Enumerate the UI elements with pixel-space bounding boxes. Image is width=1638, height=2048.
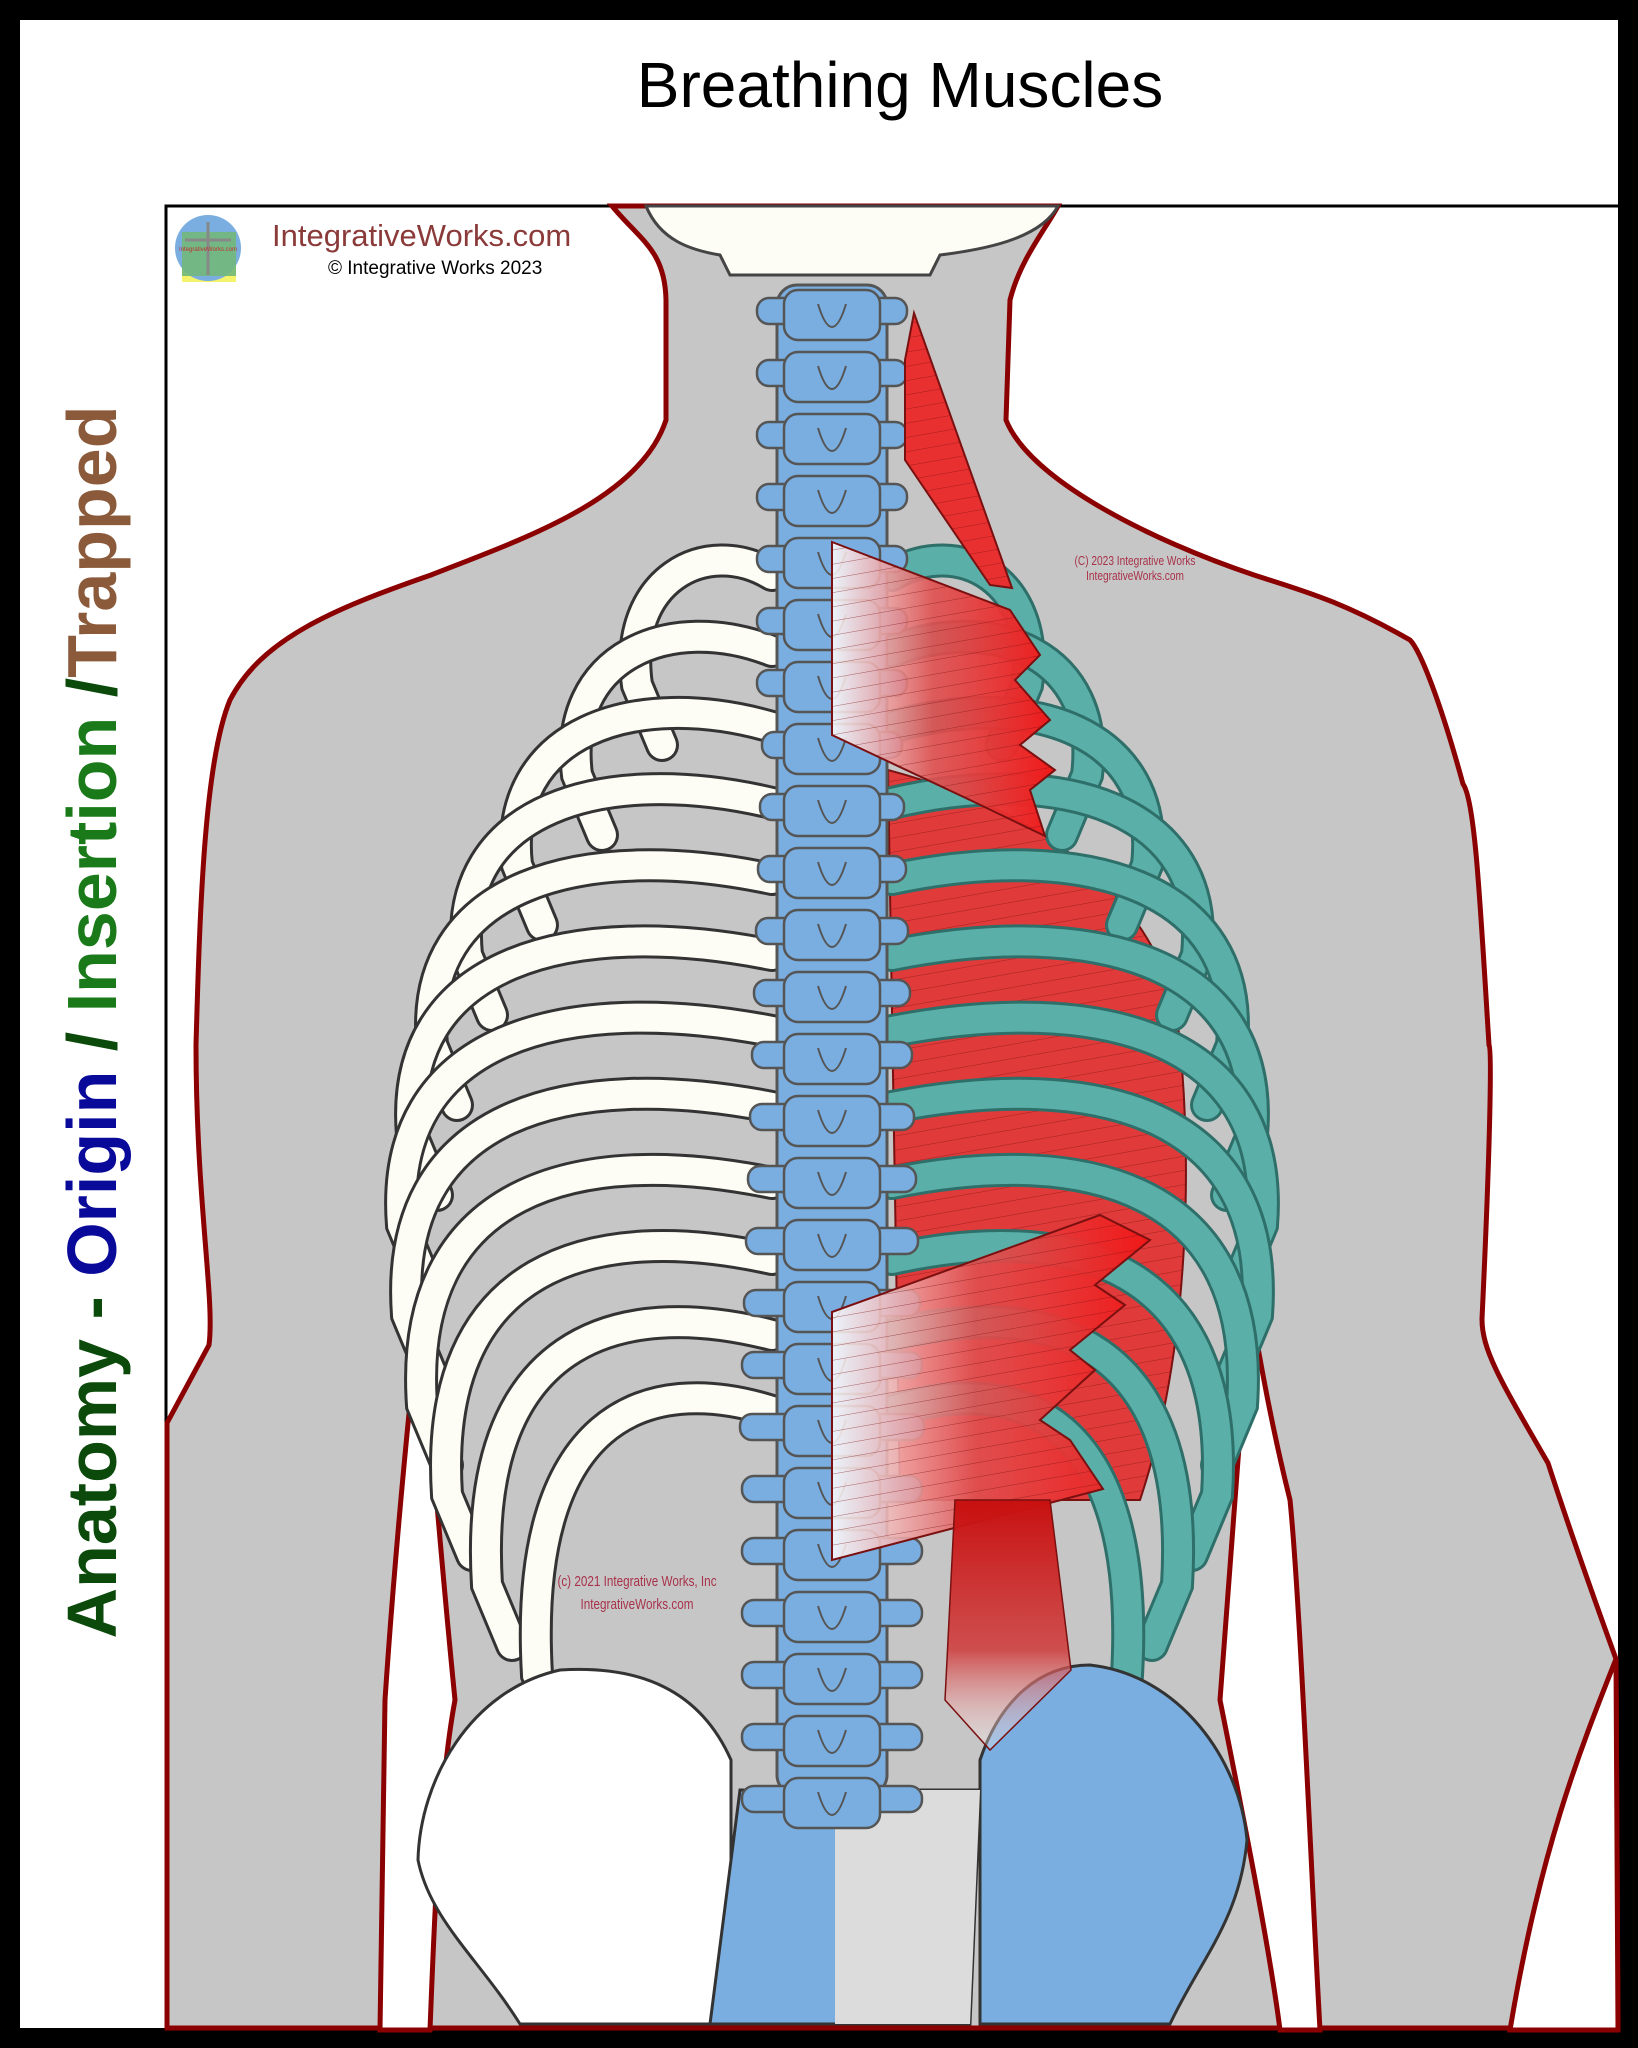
spinous-process	[817, 923, 847, 948]
inferior-striations	[832, 1215, 1150, 1560]
left-pelvis	[416, 1667, 733, 2026]
spinous-process	[817, 737, 847, 762]
rib	[878, 1232, 1232, 1569]
side-title-anatomy: Anatomy -	[53, 1276, 131, 1639]
spinous-process	[817, 861, 847, 886]
vertebra	[782, 288, 882, 342]
rib	[392, 1079, 786, 1389]
page-title: Breathing Muscles	[636, 49, 1164, 121]
rib	[878, 927, 1267, 1209]
spinous-process	[817, 303, 847, 328]
vertebra	[782, 1094, 882, 1148]
spinous-process	[817, 799, 847, 824]
spinous-process	[817, 1729, 847, 1754]
side-title-slash: /	[53, 677, 131, 717]
spinous-process	[817, 1791, 847, 1816]
copyright: © Integrative Works 2023	[328, 258, 543, 279]
vertebra	[782, 846, 882, 900]
upper-muscle-striations	[905, 313, 1012, 588]
spinous-process	[817, 489, 847, 514]
right-outside	[1507, 1658, 1621, 2033]
vertebra	[782, 474, 882, 528]
superior-striations	[832, 542, 1055, 836]
side-title-trapped: Trapped	[53, 405, 131, 678]
rib	[878, 1079, 1272, 1389]
vertebra	[782, 908, 882, 962]
vertebra	[782, 1218, 882, 1272]
logo: IntegrativeWorks.com	[175, 215, 241, 282]
spinous-process	[817, 1109, 847, 1134]
watermark-line: IntegrativeWorks.com	[580, 1596, 694, 1613]
skull-base	[643, 204, 1061, 277]
side-title-slash: /	[53, 1012, 131, 1071]
spinous-process	[817, 1047, 847, 1072]
watermark-line: (C) 2023 Integrative Works	[1074, 553, 1196, 568]
vertebra	[782, 1714, 882, 1768]
rib	[397, 927, 786, 1209]
rib	[432, 1232, 786, 1569]
left-ribs	[384, 543, 789, 1752]
watermark-line: (c) 2021 Integrative Works, Inc	[557, 1573, 717, 1590]
sacrum-trapped-area	[835, 1790, 980, 2024]
side-title: Anatomy - Origin / Insertion /Trapped	[52, 406, 132, 1639]
watermark-line: IntegrativeWorks.com	[1086, 568, 1184, 583]
vertebra	[782, 350, 882, 404]
spinous-process	[817, 365, 847, 390]
rib	[471, 1308, 786, 1659]
spinous-process	[817, 1605, 847, 1630]
watermark: (C) 2023 Integrative Works IntegrativeWo…	[1057, 553, 1213, 583]
rib	[521, 1384, 786, 1749]
spinous-process	[817, 985, 847, 1010]
rib	[387, 1003, 786, 1299]
rib	[878, 1003, 1277, 1299]
spinous-process	[817, 1171, 847, 1196]
spinous-process	[817, 1233, 847, 1258]
lower-back-muscle	[944, 1499, 1072, 1752]
rib	[407, 1155, 786, 1479]
vertebra	[782, 412, 882, 466]
vertebra	[782, 784, 882, 838]
vertebra	[782, 970, 882, 1024]
right-arm-gap	[1217, 1299, 1323, 2033]
site-name: IntegrativeWorks.com	[272, 218, 572, 253]
side-title-origin: Origin	[53, 1070, 131, 1277]
rib	[878, 1155, 1257, 1479]
side-title-insertion: Insertion	[53, 716, 131, 1013]
vertebra	[782, 1590, 882, 1644]
svg-text:IntegrativeWorks.com: IntegrativeWorks.com	[179, 247, 237, 253]
vertebra	[782, 1156, 882, 1210]
vertebra	[782, 1652, 882, 1706]
spinous-process	[817, 427, 847, 452]
spinous-process	[817, 1667, 847, 1692]
watermark: (c) 2021 Integrative Works, Inc Integrat…	[551, 1570, 723, 1616]
vertebra	[782, 1032, 882, 1086]
vertebra	[782, 1776, 882, 1830]
